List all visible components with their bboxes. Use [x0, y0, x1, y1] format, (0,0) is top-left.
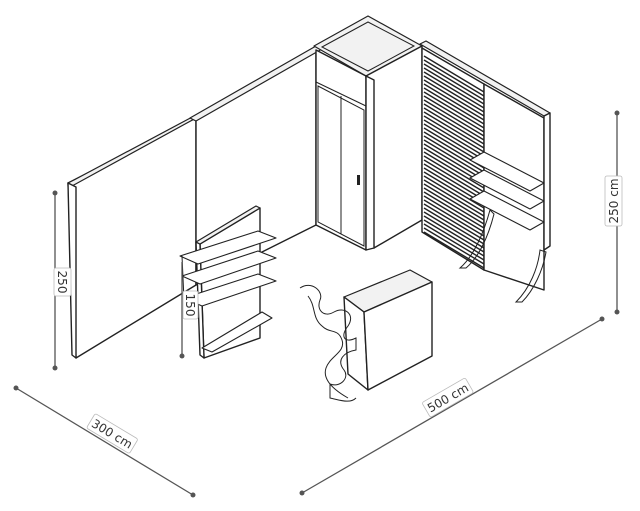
slatwall-groove	[423, 55, 485, 93]
dimension-height: 250 cm	[604, 110, 623, 315]
slatwall-groove	[423, 87, 485, 125]
left-wall	[67, 114, 197, 359]
slatwall-groove	[423, 103, 485, 141]
slatwall-groove	[423, 199, 485, 237]
slatwall-panel	[423, 55, 485, 269]
storage-room	[313, 15, 423, 251]
slatwall-groove	[423, 95, 485, 133]
slatwall-groove	[423, 215, 485, 253]
dimension-shelf-label: 150	[183, 294, 197, 317]
slatwall-groove	[423, 75, 485, 113]
dimension-left-wall-label: 250	[55, 271, 69, 294]
slatwall-groove	[423, 191, 485, 229]
right-wall-shelves	[458, 151, 547, 303]
dimension-height-label: 250 cm	[607, 178, 621, 223]
dimension-depth: 300 cm	[13, 385, 196, 498]
slatwall-groove	[423, 71, 485, 109]
dimension-width: 500 cm	[299, 316, 605, 496]
slatwall-groove	[423, 223, 485, 261]
slatwall-groove	[423, 207, 485, 245]
dimension-left-wall-height: 250	[52, 190, 72, 371]
slatwall-groove	[423, 231, 485, 269]
slatwall-groove	[423, 203, 485, 241]
slatwall-groove	[423, 171, 485, 209]
slatwall-groove	[423, 83, 485, 121]
slatwall-groove	[423, 195, 485, 233]
slatwall-groove	[423, 159, 485, 197]
slatwall-groove	[423, 155, 485, 193]
freestanding-shelf-unit	[179, 205, 277, 359]
slatwall-groove	[423, 91, 485, 129]
slatwall-groove	[423, 163, 485, 201]
slatwall-groove	[423, 139, 485, 177]
slatwall-groove	[423, 115, 485, 153]
slatwall-groove	[423, 227, 485, 265]
slatwall-groove	[423, 187, 485, 225]
slatwall-groove	[423, 63, 485, 101]
slatwall-groove	[423, 151, 485, 189]
slatwall-groove	[423, 123, 485, 161]
slatwall-groove	[423, 119, 485, 157]
slatwall-groove	[423, 143, 485, 181]
dimension-shelf-height: 150	[179, 262, 199, 359]
slatwall-groove	[423, 107, 485, 145]
storage-door	[340, 96, 360, 234]
slatwall-groove	[423, 183, 485, 221]
slatwall-groove	[423, 135, 485, 173]
slatwall-groove	[423, 175, 485, 213]
reception-counter	[299, 269, 433, 402]
slatwall-groove	[423, 111, 485, 149]
slatwall-groove	[423, 179, 485, 217]
slatwall-groove	[423, 67, 485, 105]
slatwall-groove	[423, 79, 485, 117]
slatwall-groove	[423, 211, 485, 249]
slatwall-groove	[423, 59, 485, 97]
slatwall-groove	[423, 99, 485, 137]
door-handle	[357, 175, 360, 185]
